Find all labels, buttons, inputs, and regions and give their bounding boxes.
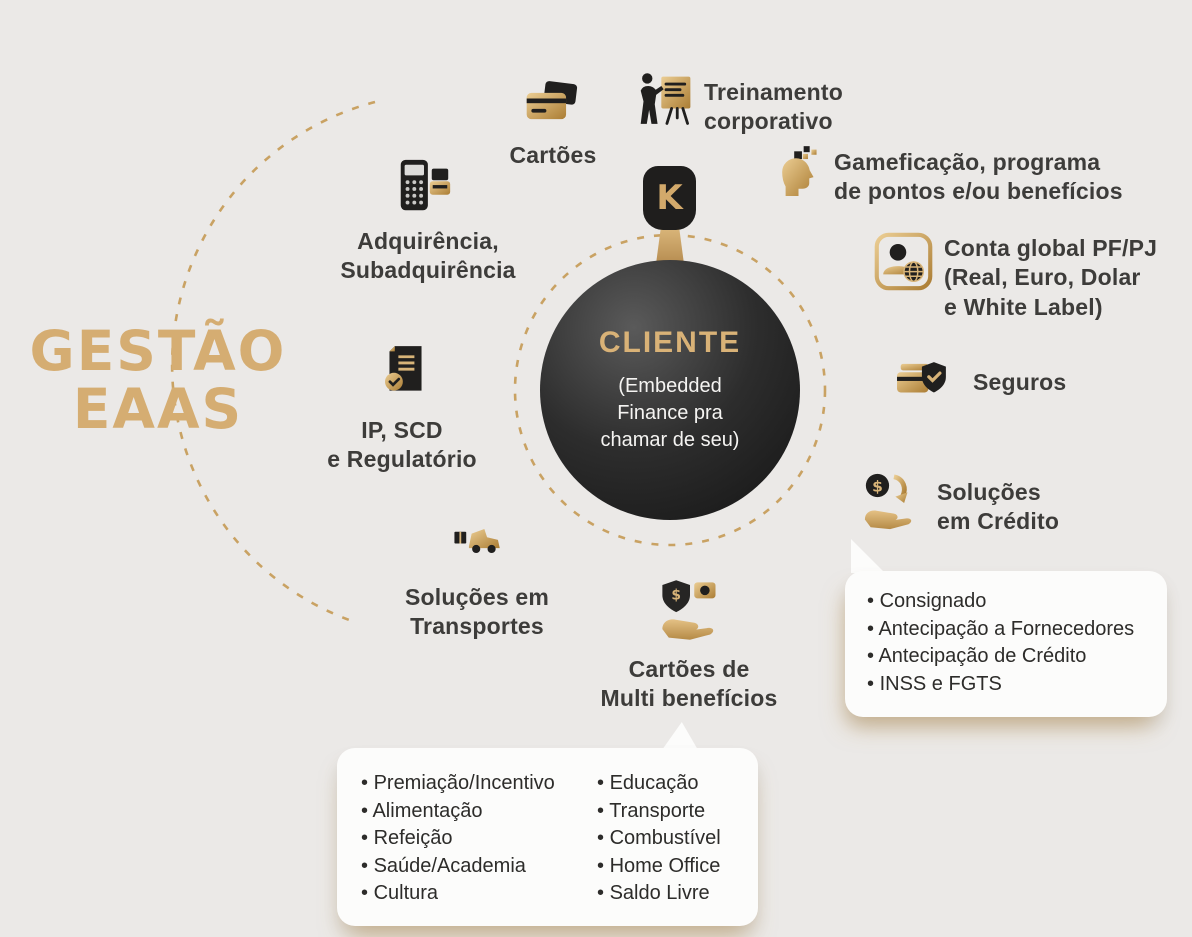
conta-global-label: Conta global PF/PJ (Real, Euro, Dolar e … <box>944 235 1158 320</box>
benefits-list-left: Premiação/Incentivo Alimentação Refeição… <box>361 770 597 904</box>
benefits-callout: Premiação/Incentivo Alimentação Refeição… <box>337 748 758 926</box>
credit-item: Consignado <box>867 588 1145 616</box>
seguros-label: Seguros <box>973 369 1067 395</box>
credit-list: Consignado Antecipação a Fornecedores An… <box>867 588 1145 698</box>
brand-letter: K <box>656 178 683 218</box>
credit-item: Antecipação a Fornecedores <box>867 616 1145 644</box>
client-hub-subtitle: (Embedded Finance pra chamar de seu) <box>600 375 740 451</box>
page-title-line2: EAAS <box>72 377 244 442</box>
brand-logo: K <box>643 166 696 230</box>
benefit-item: Premiação/Incentivo <box>361 770 597 798</box>
page-title: GESTÃO EAAS <box>6 322 310 439</box>
page-title-line1: GESTÃO <box>29 319 287 383</box>
credit-callout: Consignado Antecipação a Fornecedores An… <box>845 571 1167 717</box>
multibeneficios-label: Cartões de Multi benefícios <box>600 656 778 712</box>
benefit-item: Cultura <box>361 880 597 908</box>
presenter-icon <box>636 70 696 130</box>
benefit-item: Combustível <box>597 825 734 853</box>
benefit-item: Transporte <box>597 798 734 826</box>
hub-connector <box>656 226 684 264</box>
benefit-item: Saúde/Academia <box>361 853 597 881</box>
account-globe-icon <box>874 232 933 291</box>
credit-item: Antecipação de Crédito <box>867 643 1145 671</box>
svg-text:$: $ <box>671 587 681 603</box>
benefits-list-right: Educação Transporte Combustível Home Off… <box>597 770 734 904</box>
ip-scd-label: IP, SCD e Regulatório <box>327 417 477 473</box>
shield-check-icon <box>891 351 951 410</box>
transportes-label: Soluções em Transportes <box>404 584 550 640</box>
document-check-icon <box>377 341 434 401</box>
benefit-item: Educação <box>597 770 734 798</box>
hand-shield-icon: $ <box>656 576 724 644</box>
benefit-item: Refeição <box>361 825 597 853</box>
benefit-item: Saldo Livre <box>597 880 734 908</box>
pos-terminal-icon <box>393 156 455 218</box>
truck-icon <box>446 510 510 568</box>
benefit-item: Home Office <box>597 853 734 881</box>
hand-coin-icon: $ <box>861 470 923 534</box>
adquirencia-label: Adquirência, Subadquirência <box>340 228 516 284</box>
gameficacao-label: Gameficação, programa de pontos e/ou ben… <box>834 149 1123 205</box>
gamification-head-icon <box>771 141 826 196</box>
cartoes-label: Cartões <box>509 142 597 168</box>
treinamento-label: Treinamento corporativo <box>704 79 843 135</box>
client-hub: CLIENTE (Embedded Finance pra chamar de … <box>540 260 800 520</box>
svg-text:$: $ <box>872 477 883 495</box>
credit-item: INSS e FGTS <box>867 671 1145 699</box>
benefit-item: Alimentação <box>361 798 597 826</box>
credito-label: Soluções em Crédito <box>937 479 1060 535</box>
cards-icon <box>521 76 583 136</box>
client-hub-title: CLIENTE <box>598 326 742 359</box>
